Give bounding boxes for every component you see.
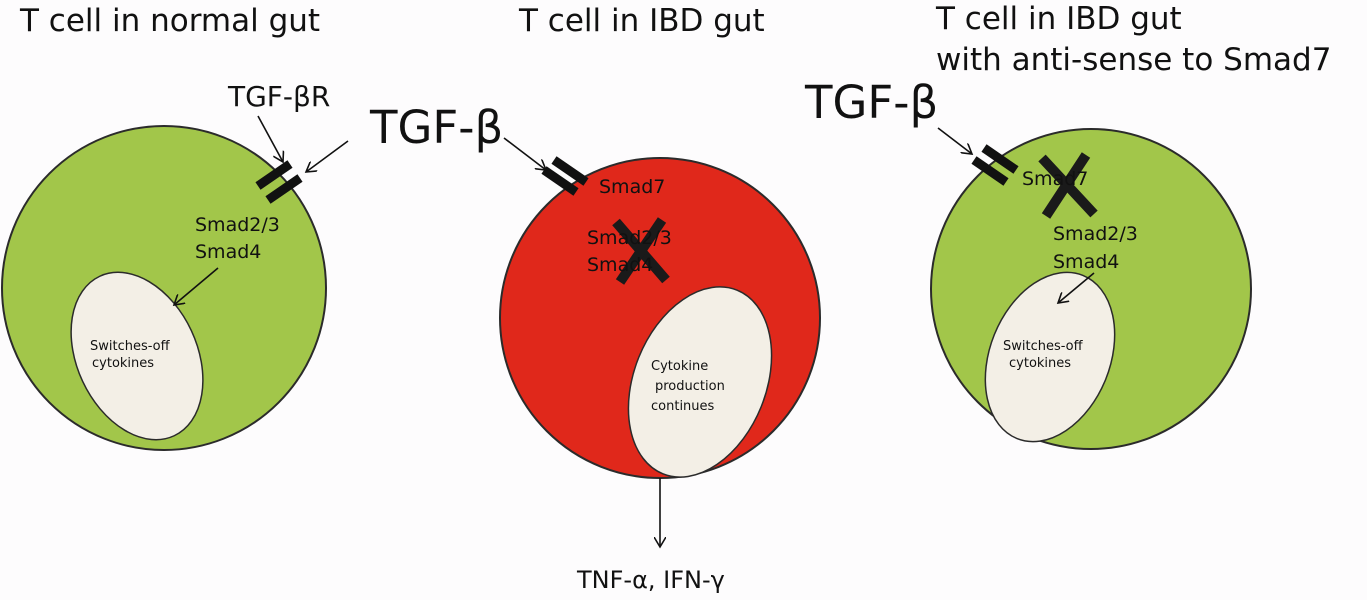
nucleus-text-ibd-1: Cytokine	[651, 359, 709, 374]
nucleus-antisense	[984, 271, 1116, 443]
receptor-normal	[255, 160, 303, 204]
receptor-antisense	[971, 144, 1019, 186]
title-ibd: T cell in IBD gut	[519, 3, 765, 39]
smad4-label-antisense: Smad4	[1053, 251, 1120, 273]
arrow-smad-to-nucleus-antisense	[1058, 272, 1095, 303]
smad7-label-antisense: Smad7	[1022, 168, 1089, 190]
block-x-smad7-icon	[1038, 152, 1098, 219]
smad7-label-ibd: Smad7	[599, 176, 666, 198]
smad4-label-normal: Smad4	[195, 241, 262, 263]
arrow-tgfb-to-receptor-ibd	[503, 137, 546, 170]
arrow-tgfb-to-receptor-antisense	[937, 127, 972, 154]
smad4-label-ibd: Smad4	[587, 254, 654, 276]
receptor-label: TGF-βR	[228, 80, 331, 113]
smad23-label-ibd: Smad2/3	[587, 227, 672, 249]
smad23-label-antisense: Smad2/3	[1053, 223, 1138, 245]
nucleus-text-ibd-3: continues	[651, 399, 715, 414]
nucleus-text-antisense-1: Switches-off	[1003, 339, 1083, 354]
nucleus-text-antisense-2: cytokines	[1009, 356, 1072, 371]
arrow-receptor-label	[257, 115, 283, 162]
cytokine-output-label: TNF-α, IFN-γ	[577, 566, 725, 594]
nucleus-text-normal-1: Switches-off	[90, 339, 170, 354]
arrow-smad-to-nucleus-normal	[174, 267, 219, 305]
nucleus-ibd	[627, 286, 773, 478]
block-x-ibd-icon	[612, 217, 670, 285]
title-normal: T cell in normal gut	[20, 3, 321, 39]
nucleus-text-ibd-2: production	[655, 379, 725, 394]
nucleus-normal	[70, 271, 204, 441]
tgfb-label-right: TGF-β	[805, 76, 939, 129]
smad23-label-normal: Smad2/3	[195, 214, 280, 236]
nucleus-text-normal-2: cytokines	[92, 356, 155, 371]
title-antisense-2: with anti-sense to Smad7	[936, 42, 1332, 78]
receptor-ibd	[541, 156, 589, 196]
arrow-tgfb-to-receptor-normal	[306, 140, 349, 172]
tgfb-label-center: TGF-β	[370, 101, 504, 154]
title-antisense-1: T cell in IBD gut	[936, 1, 1182, 37]
